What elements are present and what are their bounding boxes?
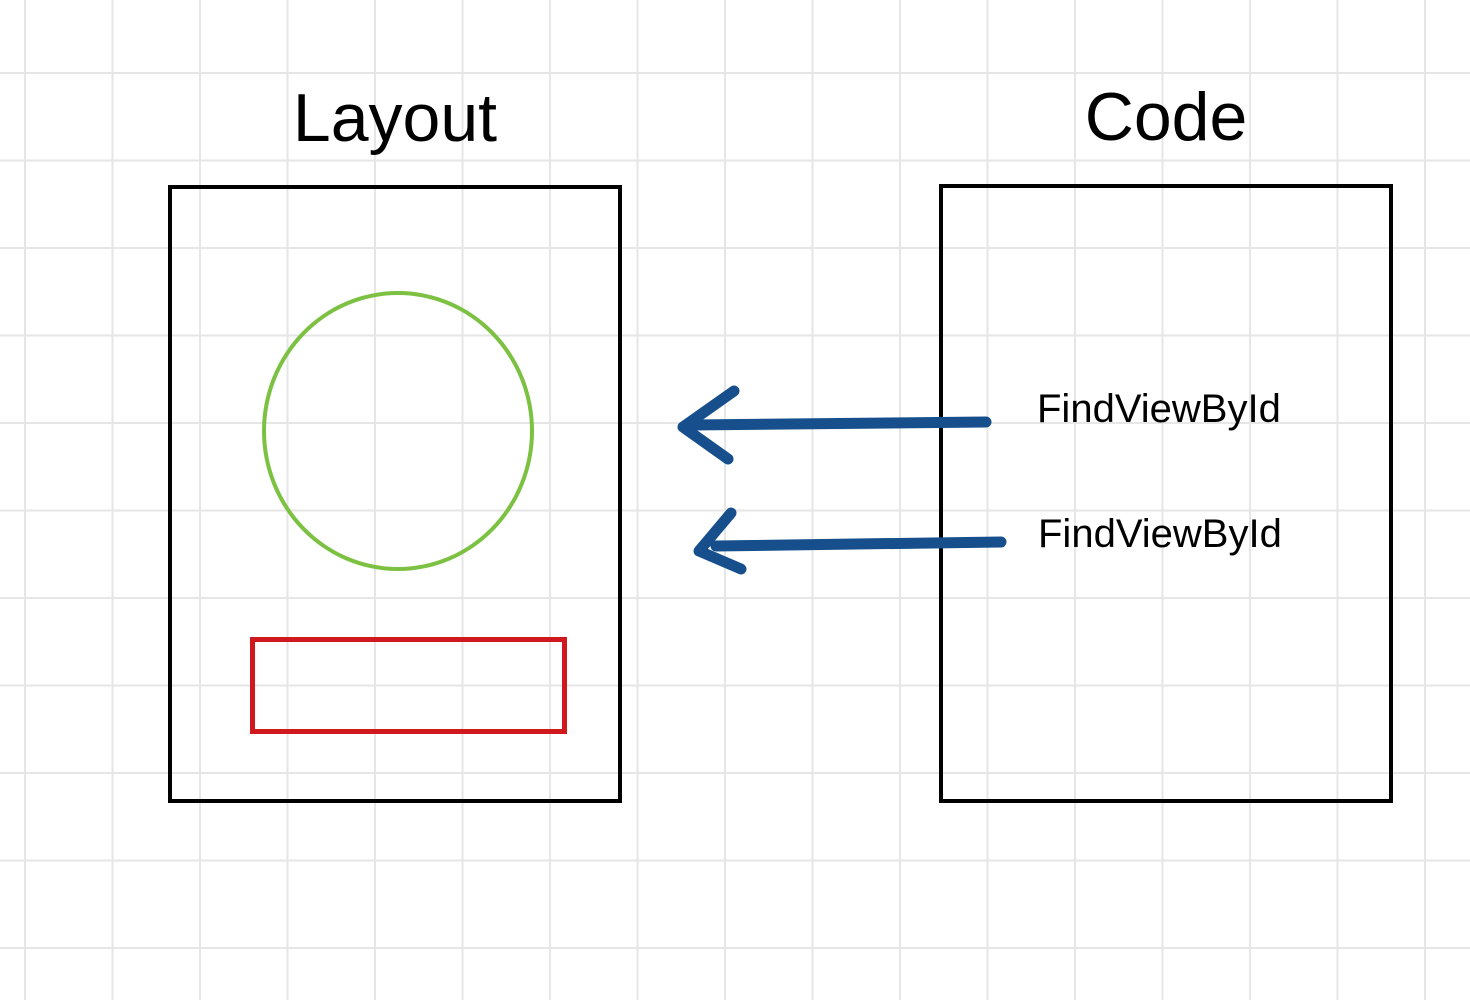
layout-panel-title: Layout xyxy=(292,80,498,156)
findviewbyid-label-1: FindViewById xyxy=(1037,387,1281,431)
layout-box xyxy=(168,185,622,803)
code-panel-title: Code xyxy=(1084,79,1248,155)
findviewbyid-label-2: FindViewById xyxy=(1038,512,1282,556)
rectangle-view-shape xyxy=(250,637,567,734)
circle-view-shape xyxy=(262,291,534,571)
code-box xyxy=(939,184,1393,803)
